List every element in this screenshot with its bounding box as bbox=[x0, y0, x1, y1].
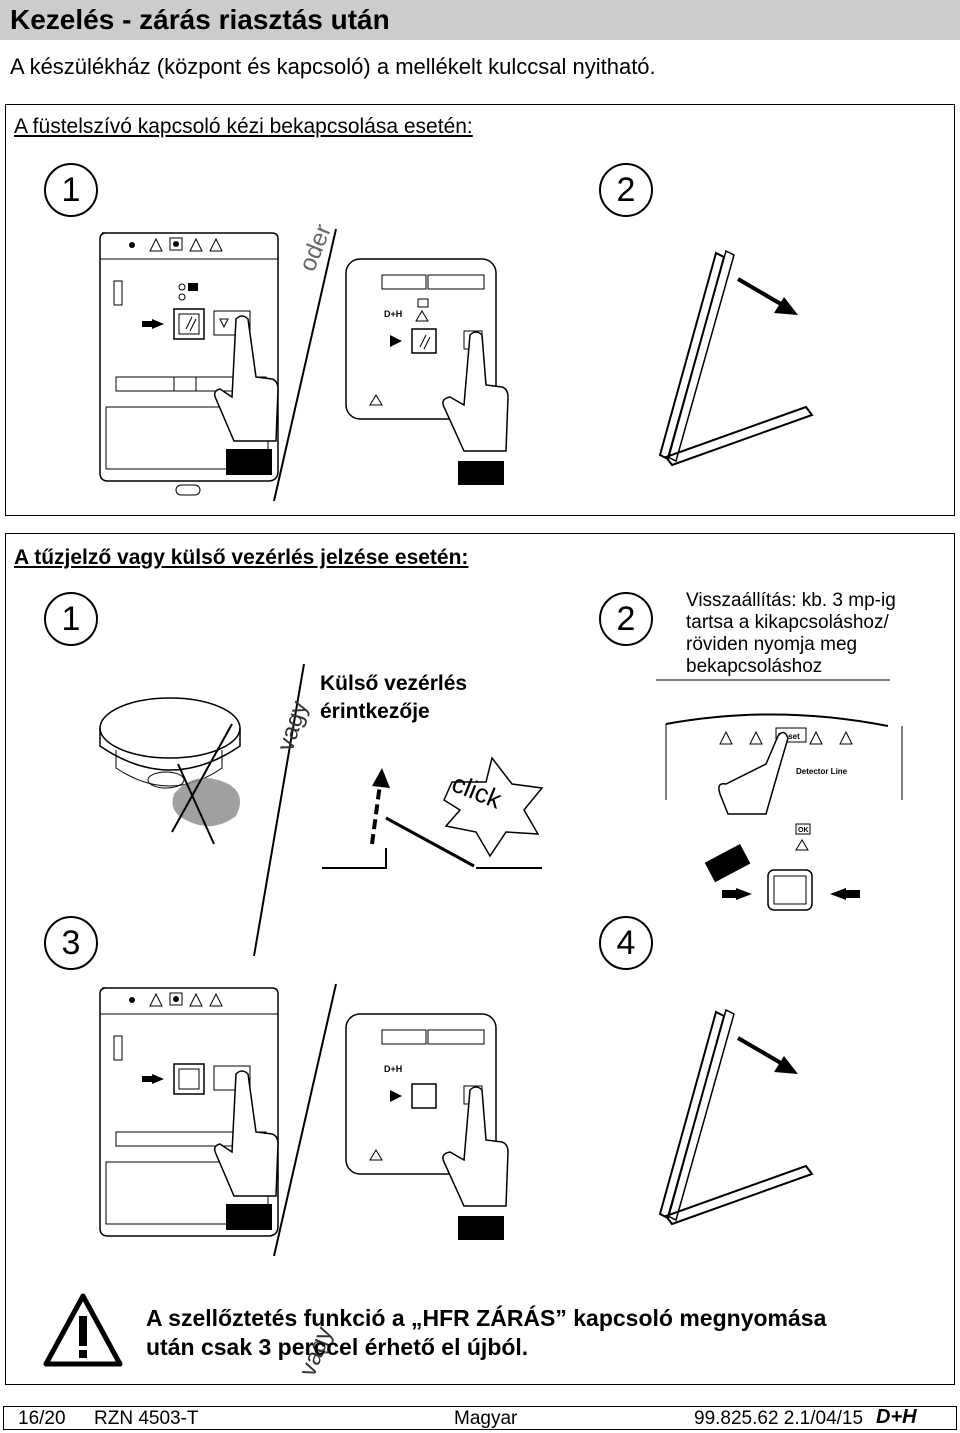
section2-heading: A tűzjelző vagy külső vezérlés jelzése e… bbox=[14, 546, 469, 569]
title-bar: Kezelés - zárás riasztás után bbox=[0, 0, 960, 40]
step-3-marker: 3 bbox=[44, 916, 98, 970]
contact-switch-illustration: click bbox=[322, 756, 544, 869]
external-contact-line2: érintkezője bbox=[320, 700, 430, 723]
brand-label: D+H bbox=[384, 309, 402, 319]
detector-signal-panel: A tűzjelző vagy külső vezérlés jelzése e… bbox=[5, 533, 955, 1385]
smoke-detector-illustration bbox=[99, 697, 241, 845]
divider-line bbox=[273, 228, 337, 502]
external-contact-line1: Külső vezérlés bbox=[320, 672, 468, 695]
step-4-marker: 4 bbox=[599, 916, 653, 970]
reset-note-line2: tartsa a kikapcsoláshoz/ bbox=[686, 612, 889, 633]
intro-text: A készülékház (központ és kapcsoló) a me… bbox=[10, 54, 656, 79]
warning-text: A szellőztetés funkció a „HFR ZÁRÁS” kap… bbox=[146, 1304, 826, 1362]
reset-panel-illustration: Reset Detector Line OK bbox=[656, 679, 903, 911]
divider-line bbox=[253, 663, 305, 957]
footer-doc: RZN 4503-T bbox=[94, 1408, 199, 1429]
external-contact-label: Külső vezérlés érintkezője bbox=[320, 670, 467, 726]
section1-heading: A füstelszívó kapcsoló kézi bekapcsolása… bbox=[14, 115, 473, 138]
reset-note-line4: bekapcsoláshoz bbox=[686, 656, 823, 677]
reset-note-line1: Visszaállítás: kb. 3 mp-ig bbox=[686, 590, 896, 611]
warning-line2: után csak 3 perccel érhető el újból. bbox=[146, 1334, 529, 1360]
switch-illustration: D+H bbox=[345, 258, 509, 485]
page-title: Kezelés - zárás riasztás után bbox=[10, 4, 390, 35]
reset-label: Reset bbox=[778, 732, 800, 741]
warning-line1: A szellőztetés funkció a „HFR ZÁRÁS” kap… bbox=[146, 1305, 827, 1331]
footer-page: 16/20 bbox=[18, 1408, 66, 1429]
window-flap-illustration bbox=[658, 249, 814, 467]
window-flap-illustration-2 bbox=[658, 1008, 814, 1226]
step-1-marker: 1 bbox=[44, 592, 98, 646]
step-1-marker: 1 bbox=[44, 163, 98, 217]
switch-illustration-2: D+H bbox=[345, 1013, 509, 1240]
divider-line-2 bbox=[273, 983, 337, 1257]
footer-language: Magyar bbox=[454, 1408, 518, 1429]
step-2-marker: 2 bbox=[599, 592, 653, 646]
reset-note: Visszaállítás: kb. 3 mp-ig tartsa a kika… bbox=[686, 590, 896, 678]
ok-label: OK bbox=[798, 827, 809, 834]
detector-line-label: Detector Line bbox=[796, 767, 848, 776]
control-panel-illustration-2 bbox=[99, 987, 279, 1237]
footer-logo: D+H bbox=[876, 1406, 917, 1428]
warning-icon bbox=[43, 1293, 123, 1367]
manual-switch-panel: A füstelszívó kapcsoló kézi bekapcsolása… bbox=[5, 104, 955, 516]
footer-version: 99.825.62 2.1/04/15 bbox=[694, 1408, 864, 1429]
control-panel-illustration bbox=[99, 232, 279, 496]
step-2-marker: 2 bbox=[599, 163, 653, 217]
brand-label-2: D+H bbox=[384, 1064, 402, 1074]
footer: 16/20 RZN 4503-T Magyar 99.825.62 2.1/04… bbox=[3, 1406, 957, 1430]
reset-note-line3: röviden nyomja meg bbox=[686, 634, 858, 655]
